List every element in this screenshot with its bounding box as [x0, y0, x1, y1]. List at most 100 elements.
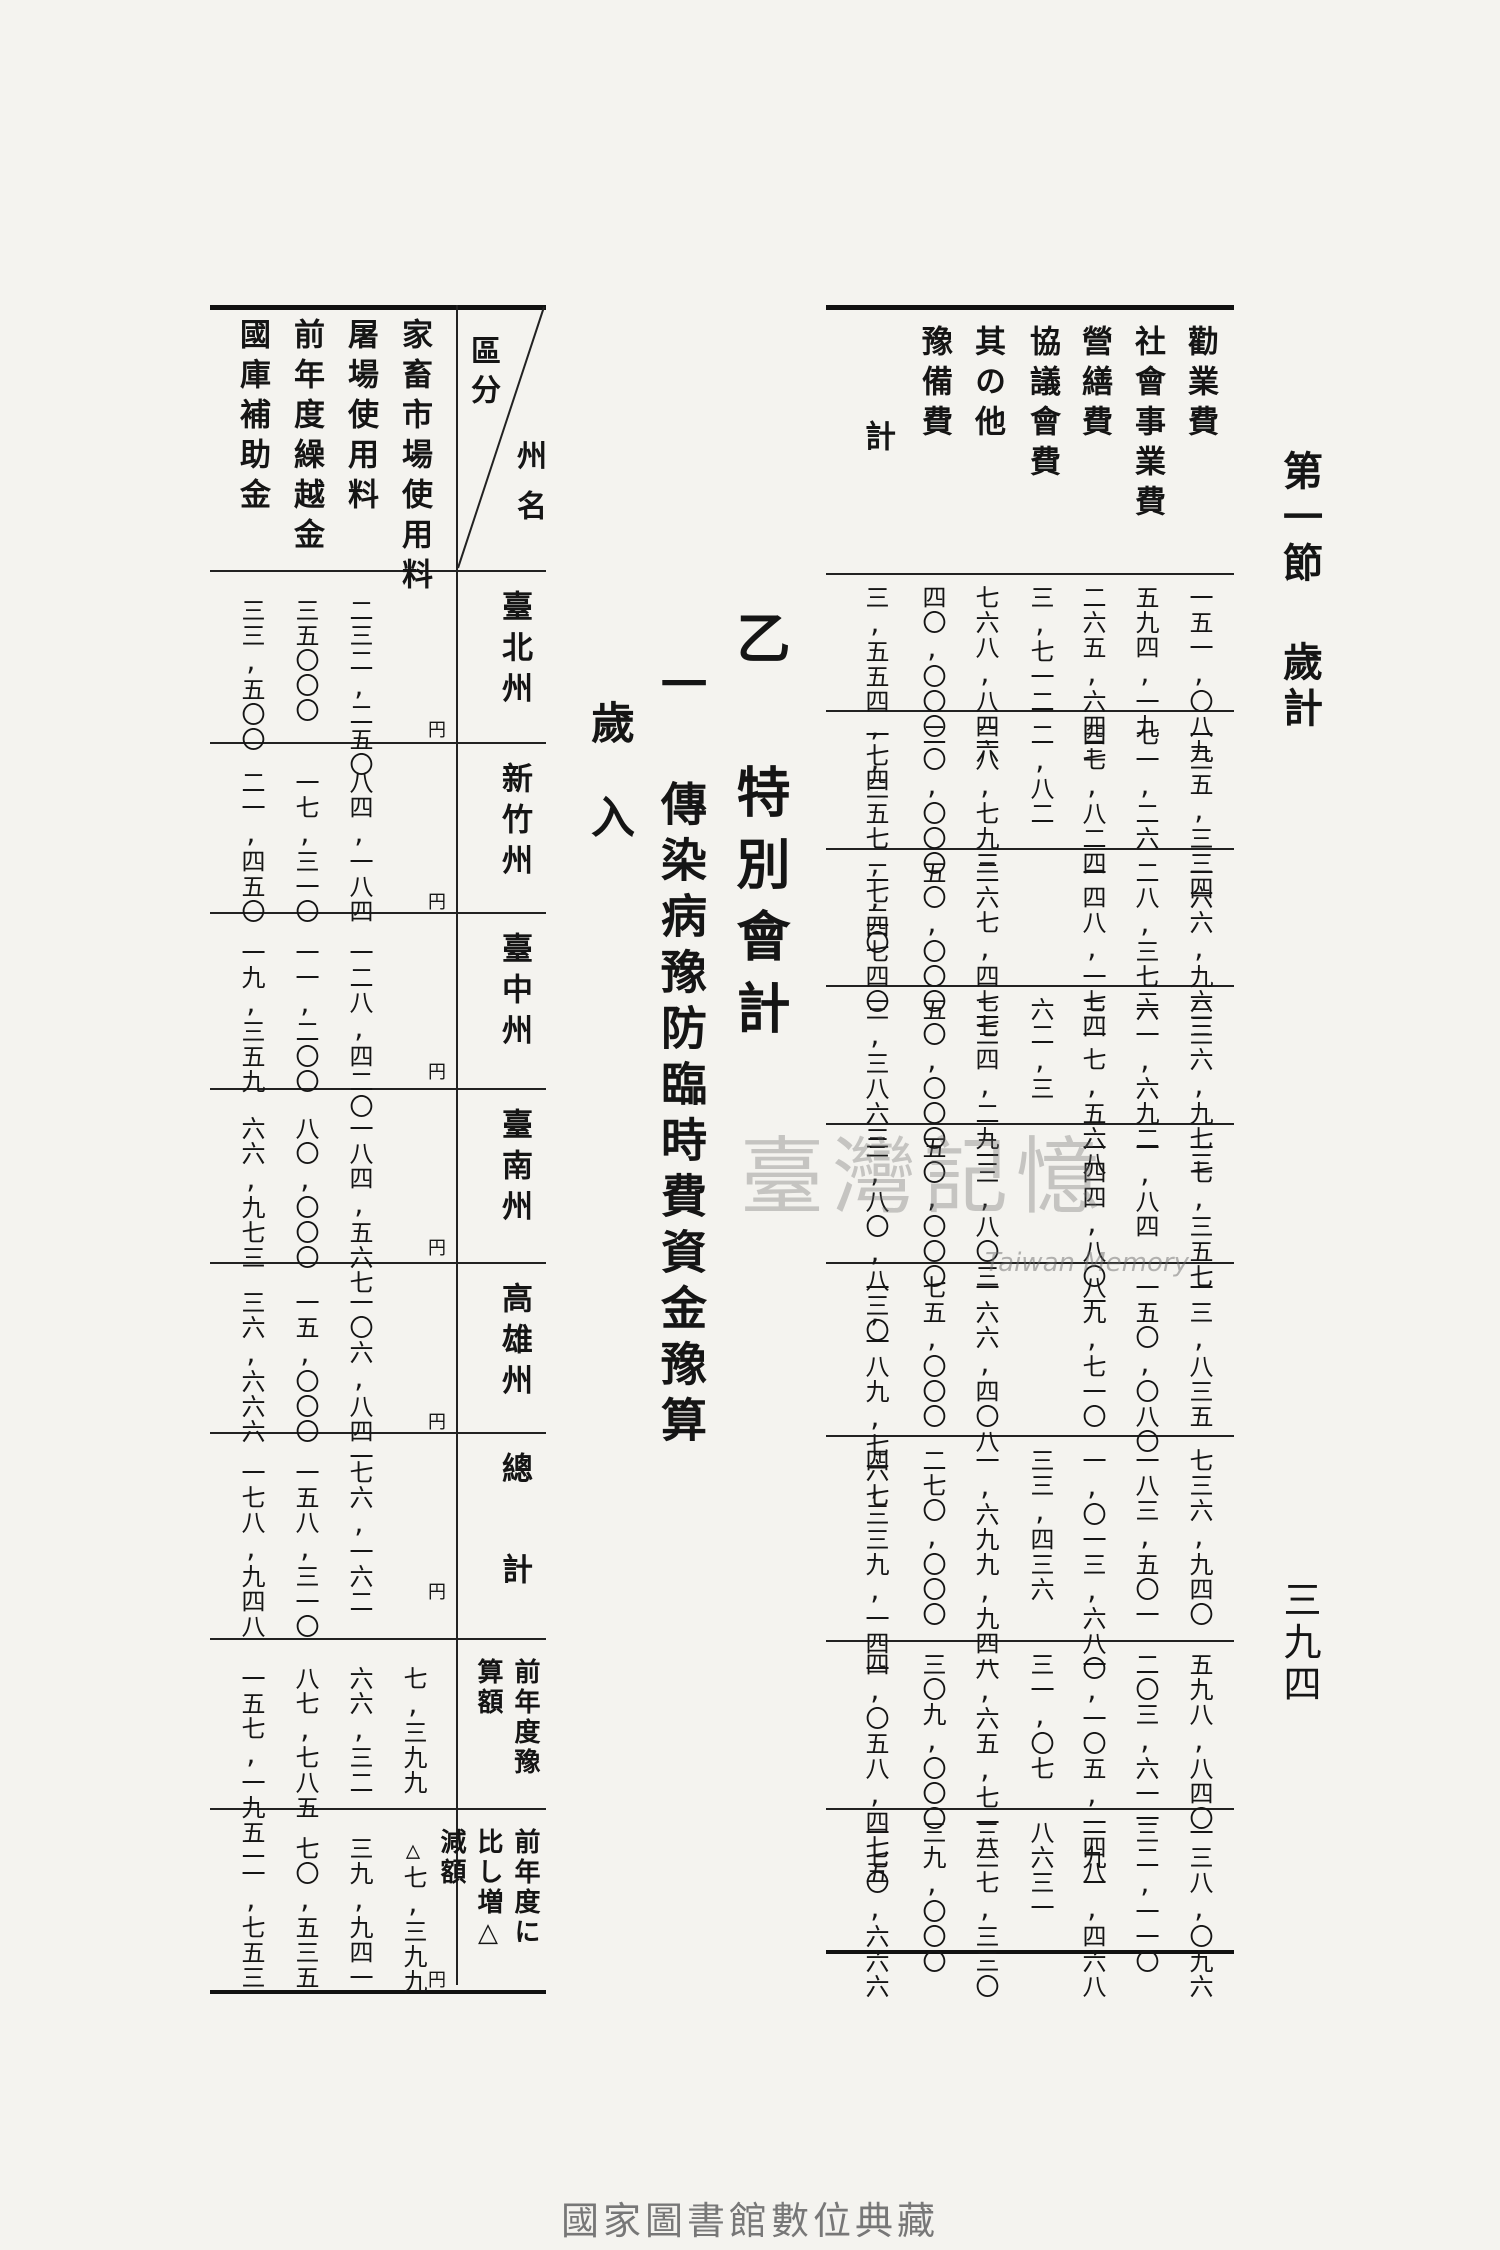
lt-row-line — [210, 1432, 546, 1434]
lt-unit: 円 — [428, 892, 447, 913]
rt-cell: 五〇,〇〇〇 — [918, 860, 946, 1014]
lt-cell: 一五七,一九五 — [237, 1666, 265, 1845]
lt-cell: 一七八,九四八 — [237, 1460, 265, 1639]
rt-cell: 二〇,〇〇〇 — [918, 722, 946, 876]
rt-cell: 二,四七四〇 — [861, 860, 889, 1014]
lt-cell: 一七,三一〇 — [291, 770, 319, 924]
lt-row-line — [210, 1808, 546, 1810]
lt-unit: 円 — [428, 1062, 447, 1083]
lt-column-name: 前年度豫算額 — [473, 1658, 540, 1778]
rt-cell: 一六六,四〇八 — [971, 1275, 999, 1454]
rt-row-line — [826, 1123, 1234, 1125]
lt-header-line — [210, 570, 546, 572]
rt-cell: 一,六九九,九四八 — [971, 1448, 999, 1681]
lt-cell: 一一,二〇〇 — [291, 940, 319, 1094]
rt-cell: 一,一〇五,一四八 — [1078, 1652, 1106, 1885]
rt-cell: 一,〇一三,六八〇 — [1078, 1448, 1106, 1681]
watermark-text: Taiwan Memory — [985, 1248, 1189, 1278]
lt-label: 前年度繰越金 — [288, 318, 324, 558]
rt-cell: 四,〇五八,四七五 — [861, 1652, 889, 1885]
lt-cell: 六六,九七三 — [237, 1116, 265, 1270]
lt-column-name: 新竹州 — [496, 762, 532, 885]
title-special-account: 乙 特別會計 — [727, 610, 791, 1052]
lt-cell: 七〇,五三五 — [291, 1836, 319, 1990]
rt-cell: 一四八,一七四 — [1078, 860, 1106, 1039]
rt-cell: 四,三三九,一四一 — [861, 1448, 889, 1681]
rt-label: 協議會費 — [1024, 325, 1060, 485]
rt-row-line — [826, 1435, 1234, 1437]
lt-cell: 六六,三二 — [345, 1666, 373, 1795]
rt-label: 社會事業費 — [1129, 325, 1165, 525]
rt-cell: 二,八二 — [1026, 722, 1054, 826]
rt-cell: 一七,三五七 — [1185, 1135, 1213, 1289]
lt-column-name: 臺中州 — [496, 932, 532, 1055]
rt-cell: 三九,〇〇〇 — [918, 1820, 946, 1974]
lt-row-line — [210, 1262, 546, 1264]
rt-cell: 三一七,五六八 — [1078, 997, 1106, 1176]
rt-cell: 一三八,〇九六 — [1185, 1820, 1213, 1999]
rt-cell: 三,三八六三 — [861, 997, 889, 1151]
rt-cell: 五〇,〇〇〇 — [918, 997, 946, 1151]
rt-cell: 一,八四 — [1131, 1135, 1159, 1239]
rt-cell: 一九一,四六八 — [1078, 1820, 1106, 1999]
rt-cell: 二八,七九三 — [971, 722, 999, 876]
lt-row-line — [210, 1638, 546, 1640]
lt-cell: △七,三九九 — [399, 1836, 427, 1994]
lt-unit: 円 — [428, 1412, 447, 1433]
rt-cell: 一八三,五〇一 — [1131, 1448, 1159, 1627]
lt-cell: 一九,三五九 — [237, 940, 265, 1094]
rt-row-line — [826, 1808, 1234, 1810]
rt-cell: 二三,八〇三 — [971, 1135, 999, 1289]
rt-cell: 二六七,四七七 — [971, 860, 999, 1039]
title-budget: 一 傳染病豫防臨時費資金豫算 — [654, 660, 708, 1452]
watermark-logo: 臺灣記憶 — [740, 1128, 1109, 1226]
rt-cell: 八六三一 — [1026, 1820, 1054, 1920]
rt-cell: 六一,六九二 — [1131, 997, 1159, 1151]
rt-label: 勸業費 — [1182, 325, 1218, 445]
rt-cell: 三〇九,〇〇〇 — [918, 1652, 946, 1831]
lt-cell: 三三,五〇〇 — [237, 598, 265, 752]
rt-cell: 二〇三,六一一 — [1131, 1652, 1159, 1831]
lt-column-name: 臺北州 — [496, 590, 532, 713]
lt-cell: 二一,四五〇 — [237, 770, 265, 924]
rt-row-line — [826, 1640, 1234, 1642]
rt-cell: 一,六五,七一八 — [971, 1652, 999, 1860]
lt-unit: 円 — [428, 1970, 447, 1991]
rt-cell: 三,七一二 — [1026, 585, 1054, 714]
rt-cell: 五九四,一九 — [1131, 585, 1159, 739]
lt-diagonal-header — [457, 306, 545, 569]
rt-row-line — [826, 1262, 1234, 1264]
rt-cell: 一五〇,〇八〇 — [1131, 1275, 1159, 1454]
page-number: 三九四 — [1277, 1580, 1321, 1706]
lt-cell: 二三二,二五〇 — [345, 598, 373, 777]
rt-cell: 三,五五四,七四 — [861, 585, 889, 793]
rt-row-line — [826, 710, 1234, 712]
lt-cell: 一二八,四二〇 — [345, 940, 373, 1119]
rt-cell: 五〇,〇〇〇 — [918, 1135, 946, 1289]
rt-cell: 四七,八二四 — [1078, 722, 1106, 876]
lt-row-line — [210, 742, 546, 744]
lt-column-name: 臺南州 — [496, 1108, 532, 1231]
rt-cell: 四〇,〇〇〇 — [918, 585, 946, 739]
rt-cell: 七六八,八四六 — [971, 585, 999, 764]
lt-cell: 一五八,三一〇 — [291, 1460, 319, 1639]
lt-cell: 三五〇〇〇 — [291, 598, 319, 723]
rt-cell: 一,一八九,七六七 — [861, 1275, 889, 1508]
rt-cell: 六二,三 — [1026, 997, 1054, 1101]
lt-label: 屠場使用料 — [342, 318, 378, 518]
rt-cell: 一三,八三五 — [1185, 1275, 1213, 1429]
lt-cell: 三九,九四一 — [345, 1836, 373, 1990]
rt-label: 計 — [859, 420, 895, 460]
rt-cell: 二三四,二九 — [971, 997, 999, 1151]
rt-cell: 八九,七一〇 — [1078, 1275, 1106, 1429]
section-heading: 第一節 歲計 — [1276, 450, 1323, 733]
rt-cell: 三一,〇七 — [1026, 1652, 1054, 1781]
footer-credit: 國家圖書館數位典藏 — [560, 2199, 939, 2243]
lt-cell: 八七,七八五 — [291, 1666, 319, 1820]
rt-cell: 一三五,三三四 — [1185, 722, 1213, 901]
lt-unit: 円 — [428, 720, 447, 741]
lt-header-left: 區分 — [465, 335, 500, 413]
lt-cell: 二一,七五三 — [237, 1836, 265, 1990]
lt-cell: 三六,六六六 — [237, 1290, 265, 1444]
rt-cell: 一,三五七,七二〇 — [861, 722, 889, 955]
